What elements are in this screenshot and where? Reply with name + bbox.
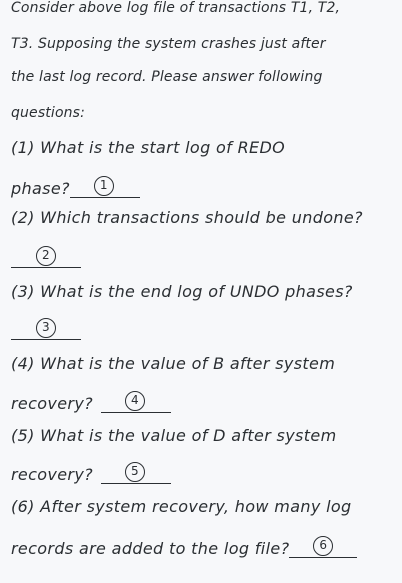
blank-number-2: 2 — [36, 246, 56, 266]
question-3-text: (3) What is the end log of UNDO phases? — [11, 282, 353, 301]
question-6-answer-line: records are added to the log file? 6 — [11, 535, 358, 558]
intro-line-4: questions: — [11, 105, 85, 121]
question-6-text: (6) After system recovery, how many log — [11, 497, 352, 516]
question-5-text: (5) What is the value of D after system — [11, 426, 337, 445]
question-2-answer-line: 2 — [11, 245, 81, 268]
question-1-text-cont: phase? — [11, 179, 70, 198]
question-4-answer-line: recovery? 4 — [11, 390, 172, 413]
answer-blank-4[interactable]: 4 — [101, 390, 172, 413]
question-5-answer-line: recovery? 5 — [11, 461, 172, 484]
answer-blank-6[interactable]: 6 — [289, 535, 358, 558]
blank-number-6: 6 — [313, 536, 334, 556]
answer-blank-5[interactable]: 5 — [101, 461, 172, 484]
blank-number-3: 3 — [36, 318, 56, 338]
question-5-text-cont: recovery? — [11, 465, 94, 484]
question-1-answer-line: phase? 1 — [11, 175, 140, 198]
answer-blank-3[interactable]: 3 — [11, 317, 81, 340]
question-6-text-cont: records are added to the log file? — [11, 539, 290, 558]
question-3-answer-line: 3 — [11, 317, 81, 340]
blank-number-4: 4 — [125, 391, 146, 411]
question-4-text-cont: recovery? — [11, 394, 94, 413]
answer-blank-1[interactable]: 1 — [69, 175, 140, 198]
answer-blank-2[interactable]: 2 — [11, 245, 81, 268]
blank-number-1: 1 — [93, 176, 114, 196]
intro-line-2: T3. Supposing the system crashes just af… — [11, 36, 326, 52]
question-2-text: (2) Which transactions should be undone? — [11, 208, 363, 227]
question-1-text: (1) What is the start log of REDO — [11, 138, 286, 157]
blank-number-5: 5 — [125, 462, 146, 482]
intro-line-3: the last log record. Please answer follo… — [11, 69, 323, 85]
question-4-text: (4) What is the value of B after system — [11, 354, 336, 373]
intro-line-1: Consider above log file of transactions … — [11, 0, 341, 16]
